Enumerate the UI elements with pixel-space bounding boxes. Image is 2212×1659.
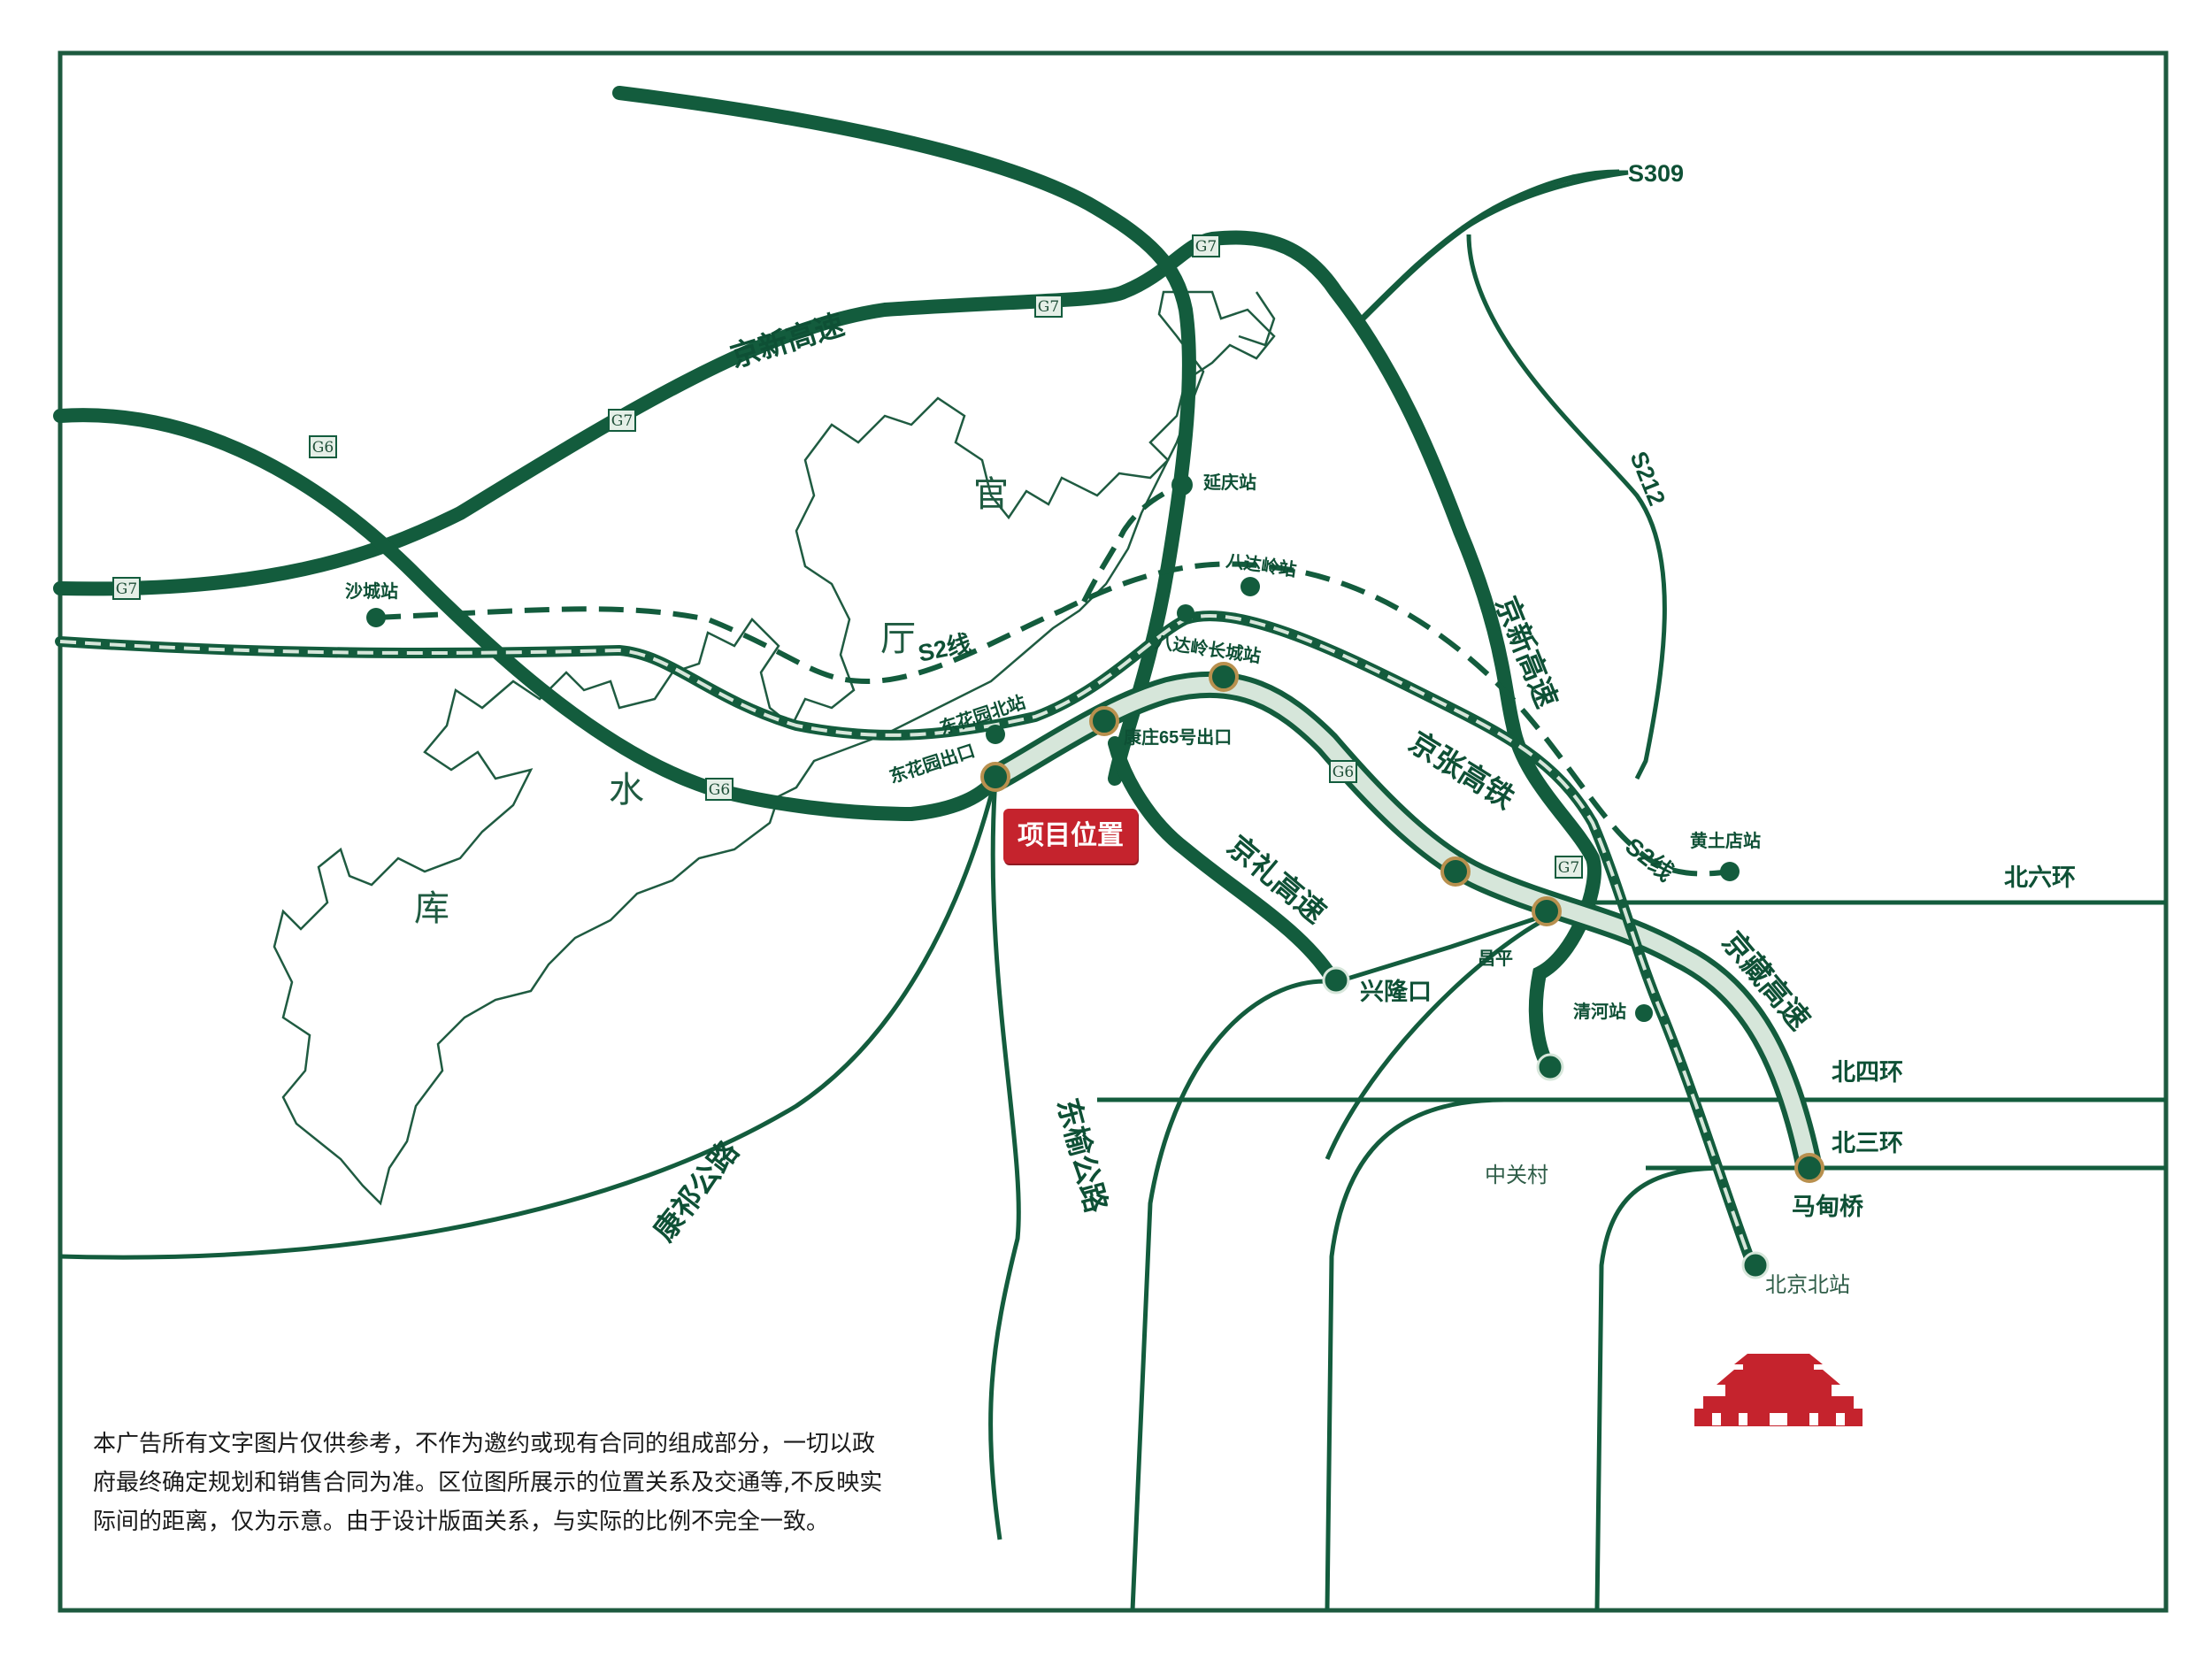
reservoir-char: 官 [973, 474, 1009, 515]
s212-label: S212 [1624, 448, 1670, 510]
shacheng-station-label: 沙城站 [345, 580, 398, 602]
g6-shields: G6 G6 G6 [309, 435, 1357, 801]
g6-shield-label: G6 [312, 439, 334, 457]
project-location-marker: 项目位置 [1003, 809, 1138, 864]
xinglongkou-label: 兴隆口 [1360, 979, 1432, 1005]
zhongguancun-label: 中关村 [1485, 1164, 1548, 1187]
xinglongkou-dot [1322, 966, 1350, 995]
exit-nodes [980, 662, 1824, 1183]
g7-shield-label: G7 [116, 580, 137, 598]
badaling-great-wall-station-label: 八达岭长城站 [1154, 631, 1262, 666]
madian-bridge-label: 马甸桥 [1792, 1194, 1863, 1220]
station-dots [366, 474, 1770, 1279]
yanqing-station-label: 延庆站 [1202, 472, 1256, 493]
s309 [1356, 169, 1620, 326]
g7-upper [612, 86, 1196, 786]
dongyu-road-label: 东榆公路 [1050, 1094, 1114, 1217]
north-sixth-ring-label: 北六环 [2004, 864, 2076, 891]
beijing-north-station-dot [1741, 1251, 1770, 1279]
qinghe-station-label: 清河站 [1573, 1001, 1626, 1022]
tiananmen-icon [1694, 1354, 1863, 1426]
yanqing-station-dot [1171, 474, 1193, 495]
jingxin-expressway-label: 京新高速 [726, 307, 849, 374]
reservoir-char: 水 [609, 770, 644, 810]
jingzang-node-1 [1440, 856, 1471, 887]
badaling-station-label: 八达岭站 [1225, 549, 1298, 580]
changping-end-dot [1536, 1053, 1564, 1081]
kangqi-road-label: 康祁公路 [647, 1133, 747, 1248]
donghuayuan-north-station-dot [986, 725, 1005, 744]
g7-shield-label: G7 [1195, 238, 1217, 256]
badaling-great-wall-station-dot [1177, 604, 1194, 622]
reservoir-char: 库 [414, 888, 449, 929]
huangtudian-station-dot [1720, 862, 1740, 881]
donghuayuan-exit-node [980, 762, 1010, 792]
madian-bridge-node [1794, 1153, 1824, 1183]
disclaimer-line: 府最终确定规划和销售合同为准。区位图所展示的位置关系及交通等,不反映实 [93, 1470, 883, 1496]
g6-shield-label: G6 [709, 781, 730, 799]
huangtudian-station-label: 黄土店站 [1690, 830, 1761, 851]
badaling-great-wall-node [1209, 662, 1239, 692]
g7-shield-label: G7 [611, 412, 633, 430]
g6-shield-label: G6 [1333, 764, 1354, 781]
expressways [53, 86, 1601, 1073]
disclaimer: 本广告所有文字图片仅供参考，不作为邀约或现有合同的组成部分，一切以政 府最终确定… [93, 1425, 1031, 1541]
g7-jingxin [53, 230, 1601, 1073]
ring-roads [59, 170, 2166, 1611]
jingli [1108, 736, 1339, 985]
project-location-label: 项目位置 [1018, 820, 1124, 851]
north-third-ring-label: 北三环 [1832, 1130, 1903, 1156]
donghuayuan-exit-label: 东花园出口 [887, 740, 978, 787]
s2-line-label: S2线 [916, 630, 973, 667]
disclaimer-line: 本广告所有文字图片仅供参考，不作为邀约或现有合同的组成部分，一切以政 [93, 1431, 876, 1457]
s309-label: S309 [1628, 160, 1684, 187]
map-frame [58, 50, 2169, 1613]
shacheng-station-dot [366, 608, 386, 627]
g6-jingzang [53, 408, 1002, 822]
s2-line [375, 480, 1731, 877]
qinghe-station-dot [1635, 1004, 1653, 1022]
provincial-roads [1356, 169, 1620, 326]
kangzhuang-exit-node [1089, 706, 1119, 736]
disclaimer-line: 际间的距离，仅为示意。由于设计版面关系，与实际的比例不完全一致。 [93, 1509, 830, 1535]
badaling-station-dot [1240, 577, 1260, 596]
changping-label: 昌平 [1478, 949, 1513, 969]
g7-shield-label: G7 [1038, 298, 1059, 316]
jingzhang-rail-dash [59, 614, 1754, 1266]
jingzang-node-2 [1532, 896, 1562, 926]
kangzhuang-exit-label: 康庄65号出口 [1124, 726, 1232, 748]
reservoir-char: 厅 [880, 618, 916, 659]
g7-shields: G7 G7 G7 G7 G7 [112, 234, 1583, 879]
beijing-north-station-label: 北京北站 [1765, 1273, 1850, 1297]
north-fourth-ring-label: 北四环 [1832, 1059, 1903, 1086]
jingzang-corridor-fill [987, 676, 1817, 1176]
g7-shield-label: G7 [1558, 859, 1579, 877]
